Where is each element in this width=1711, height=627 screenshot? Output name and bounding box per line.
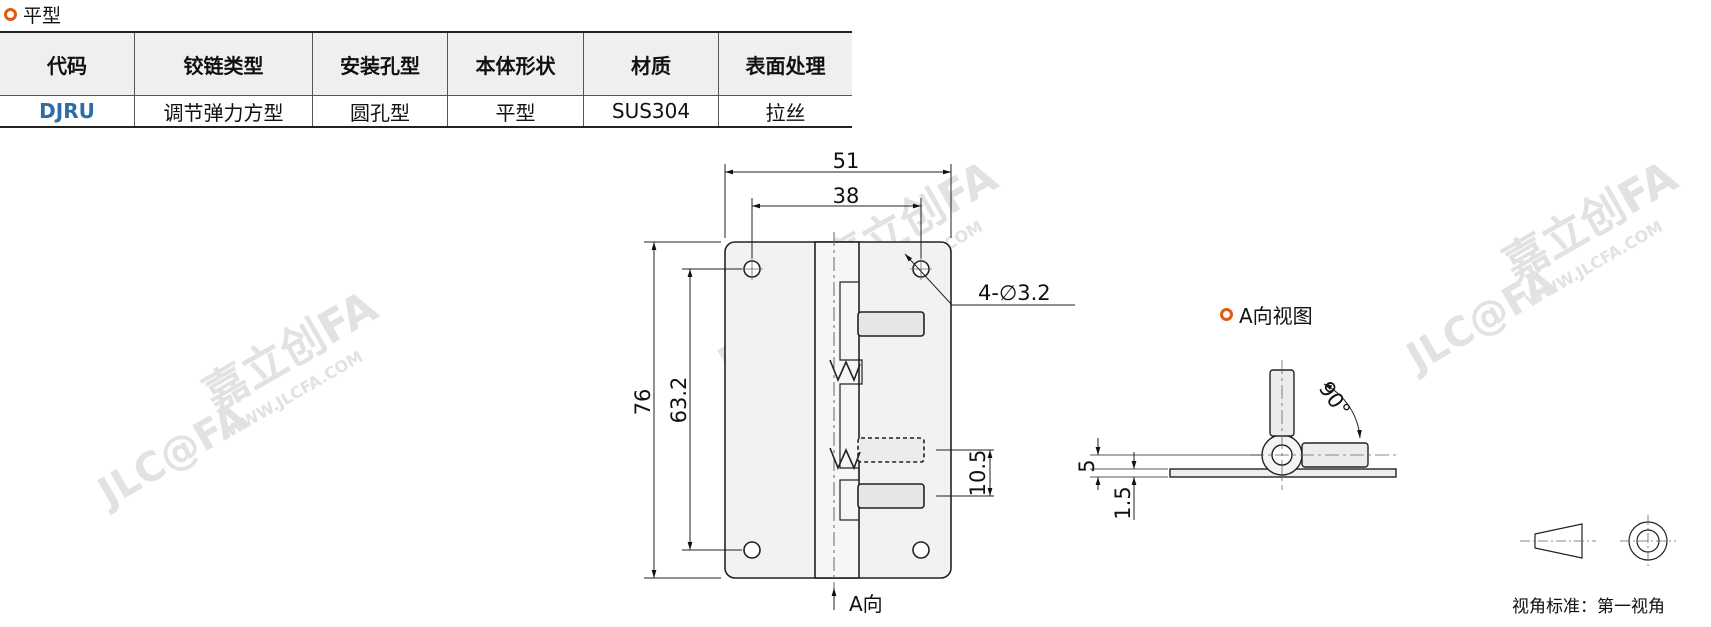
table-row: DJRU 调节弹力方型 圆孔型 平型 SUS304 拉丝 — [0, 95, 852, 128]
dim-thickness-1-5: 1.5 — [1111, 486, 1135, 519]
cell-body-shape: 平型 — [447, 95, 584, 128]
cell-code[interactable]: DJRU — [0, 95, 135, 128]
header-material: 材质 — [583, 31, 719, 96]
view-a-arrow-label: A向 — [849, 592, 883, 616]
table-header-row: 代码 铰链类型 安装孔型 本体形状 材质 表面处理 — [0, 31, 852, 96]
projection-symbol-icon — [1520, 515, 1676, 567]
cell-hole-type: 圆孔型 — [312, 95, 448, 128]
dim-offset: 10.5 — [966, 450, 990, 497]
view-a-title-text: A向视图 — [1239, 304, 1313, 328]
circle-bullet-icon — [1220, 308, 1233, 321]
cell-hinge-type: 调节弹力方型 — [134, 95, 313, 128]
dim-height: 76 — [631, 389, 655, 416]
header-hinge-type: 铰链类型 — [134, 31, 313, 96]
spec-table: 代码 铰链类型 安装孔型 本体形状 材质 表面处理 DJRU 调节弹力方型 圆孔… — [0, 31, 852, 128]
hole-spec: 4-∅3.2 — [978, 281, 1051, 305]
dim-width: 51 — [833, 149, 860, 173]
view-a-title: A向视图 — [1220, 300, 1313, 329]
header-surface: 表面处理 — [718, 31, 852, 96]
dim-hole-spacing-x: 38 — [833, 184, 860, 208]
header-body-shape: 本体形状 — [447, 31, 584, 96]
watermark-right: JLC@FA 嘉立创FA WWW.JLCFA.COM — [1397, 151, 1686, 382]
dimension-lines — [644, 164, 1075, 610]
section-title-text: 平型 — [23, 4, 62, 27]
dim-hole-spacing-y: 63.2 — [667, 377, 691, 424]
dim-thickness-5: 5 — [1075, 459, 1099, 472]
watermark-left: JLC@FA 嘉立创FA WWW.JLCFA.COM — [88, 281, 386, 517]
cell-material: SUS304 — [583, 95, 719, 128]
hinge-side-view — [1090, 360, 1400, 520]
cell-surface: 拉丝 — [718, 95, 852, 128]
header-code: 代码 — [0, 31, 135, 96]
section-title: 平型 — [4, 2, 62, 27]
angle-label: 90° — [1314, 377, 1355, 421]
circle-bullet-icon — [4, 7, 17, 21]
header-hole-type: 安装孔型 — [312, 31, 448, 96]
view-standard-label: 视角标准：第一视角 — [1512, 597, 1665, 617]
hinge-front-view — [724, 232, 952, 605]
